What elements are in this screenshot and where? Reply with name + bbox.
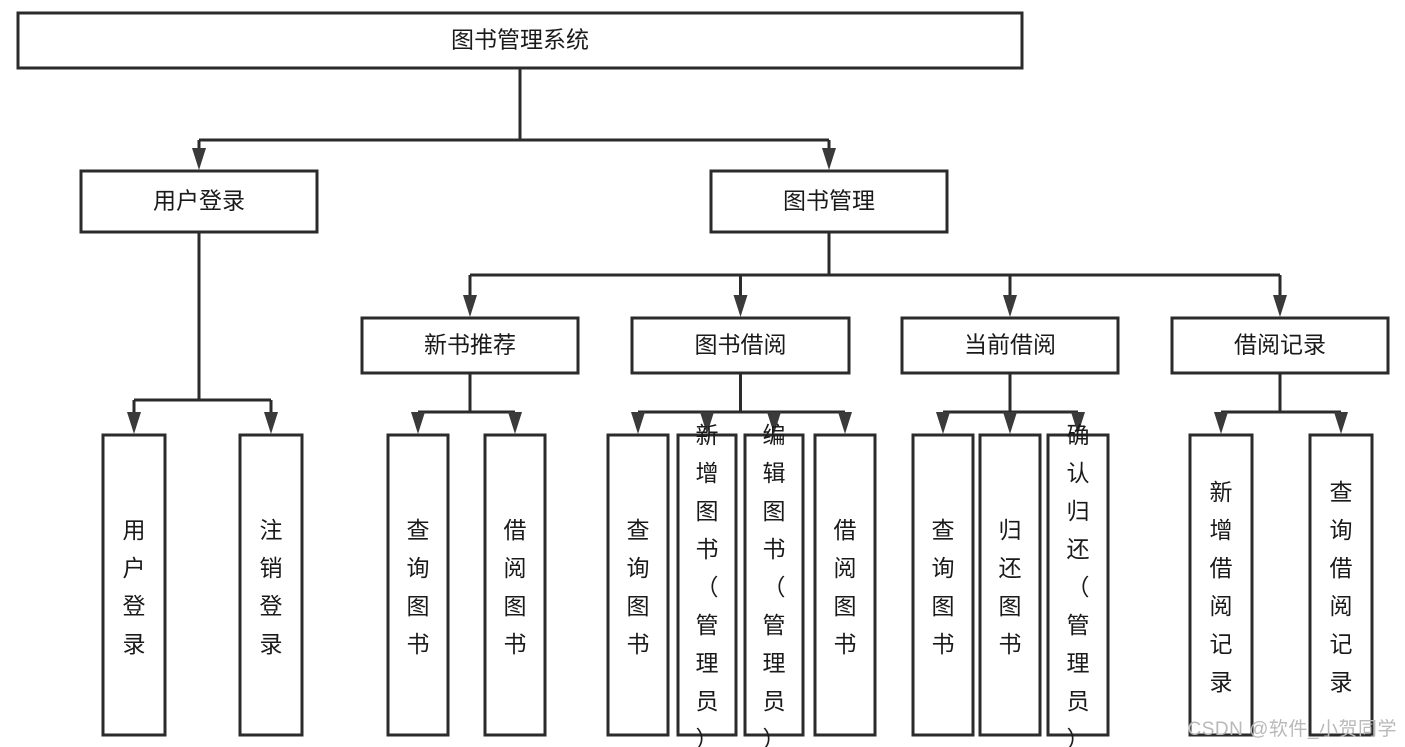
node-root-book-management-system[interactable]: 图书管理系统	[16, 11, 1024, 70]
node-label: 用户登录	[153, 188, 245, 214]
node-level3-1[interactable]: 图书借阅	[630, 316, 851, 375]
node-box[interactable]	[978, 433, 1042, 737]
node-leaf-5[interactable]: 新增图书（管理员）	[676, 422, 738, 747]
arrow-head-icon	[127, 412, 141, 434]
arrow-head-icon	[1003, 412, 1017, 434]
node-level3-0[interactable]: 新书推荐	[360, 316, 580, 375]
node-level2-1[interactable]: 图书管理	[709, 169, 949, 234]
node-box[interactable]	[709, 169, 949, 234]
node-label: 编辑图书（管理员）	[763, 422, 786, 747]
node-label: 查询图书	[407, 517, 430, 657]
node-label: 借阅图书	[504, 517, 527, 657]
arrow-head-icon	[936, 412, 950, 434]
node-level2-0[interactable]: 用户登录	[79, 169, 319, 234]
arrow-head-icon	[411, 412, 425, 434]
node-leaf-3[interactable]: 借阅图书	[483, 433, 547, 737]
arrow-head-icon	[1003, 295, 1017, 317]
node-label: 图书管理系统	[451, 27, 589, 53]
arrow-head-icon	[733, 295, 748, 317]
node-label: 借阅记录	[1234, 332, 1326, 358]
node-box[interactable]	[16, 11, 1024, 70]
arrow-head-icon	[767, 412, 781, 434]
arrow-head-icon	[631, 412, 645, 434]
node-label: 当前借阅	[964, 332, 1056, 358]
node-label: 借阅图书	[834, 517, 857, 657]
node-box[interactable]	[630, 316, 851, 375]
node-label: 查询图书	[627, 517, 650, 657]
arrow-head-icon	[822, 148, 836, 170]
node-leaf-7[interactable]: 借阅图书	[813, 433, 877, 737]
arrow-head-icon	[838, 412, 852, 434]
node-leaf-10[interactable]: 确认归还（管理员）	[1046, 422, 1110, 747]
node-box[interactable]	[483, 433, 547, 737]
node-box[interactable]	[606, 433, 670, 737]
node-label: 用户登录	[123, 517, 146, 657]
node-box[interactable]	[813, 433, 877, 737]
node-label: 新增借阅记录	[1210, 479, 1233, 695]
node-box[interactable]	[360, 316, 580, 375]
node-box[interactable]	[79, 169, 319, 234]
node-leaf-11[interactable]: 新增借阅记录	[1188, 433, 1254, 737]
node-box[interactable]	[1308, 433, 1374, 737]
node-box[interactable]	[676, 433, 738, 737]
node-box[interactable]	[1188, 433, 1254, 737]
arrow-head-icon	[1334, 412, 1348, 434]
node-box[interactable]	[1046, 433, 1110, 737]
node-box[interactable]	[386, 433, 450, 737]
node-label: 新书推荐	[424, 332, 516, 358]
node-leaf-8[interactable]: 查询图书	[911, 433, 975, 737]
arrow-head-icon	[508, 412, 522, 434]
node-label: 确认归还（管理员）	[1067, 422, 1090, 747]
arrow-head-icon	[463, 295, 477, 317]
node-label: 图书借阅	[695, 332, 787, 358]
arrow-head-icon	[192, 148, 206, 170]
node-label: 图书管理	[783, 188, 875, 214]
node-level3-3[interactable]: 借阅记录	[1170, 316, 1390, 375]
node-label: 新增图书（管理员）	[696, 422, 719, 747]
node-box[interactable]	[238, 433, 304, 737]
node-label: 注销登录	[260, 517, 283, 657]
node-box[interactable]	[911, 433, 975, 737]
node-layer: 图书管理系统用户登录图书管理新书推荐图书借阅当前借阅借阅记录用户登录注销登录查询…	[16, 11, 1390, 747]
node-leaf-1[interactable]: 注销登录	[238, 433, 304, 737]
node-leaf-0[interactable]: 用户登录	[101, 433, 167, 737]
arrow-head-icon	[1273, 295, 1287, 317]
node-level3-2[interactable]: 当前借阅	[900, 316, 1120, 375]
node-box[interactable]	[743, 433, 805, 737]
node-label: 查询图书	[932, 517, 955, 657]
arrow-head-icon	[1071, 412, 1085, 434]
node-box[interactable]	[900, 316, 1120, 375]
arrow-head-icon	[1214, 412, 1228, 434]
connector-layer	[127, 68, 1348, 434]
node-leaf-12[interactable]: 查询借阅记录	[1308, 433, 1374, 737]
node-label: 查询借阅记录	[1330, 479, 1353, 695]
arrow-head-icon	[264, 412, 278, 434]
node-leaf-4[interactable]: 查询图书	[606, 433, 670, 737]
node-box[interactable]	[101, 433, 167, 737]
node-leaf-9[interactable]: 归还图书	[978, 433, 1042, 737]
node-leaf-6[interactable]: 编辑图书（管理员）	[743, 422, 805, 747]
node-box[interactable]	[1170, 316, 1390, 375]
node-leaf-2[interactable]: 查询图书	[386, 433, 450, 737]
arrow-head-icon	[700, 412, 714, 434]
node-label: 归还图书	[999, 517, 1022, 657]
